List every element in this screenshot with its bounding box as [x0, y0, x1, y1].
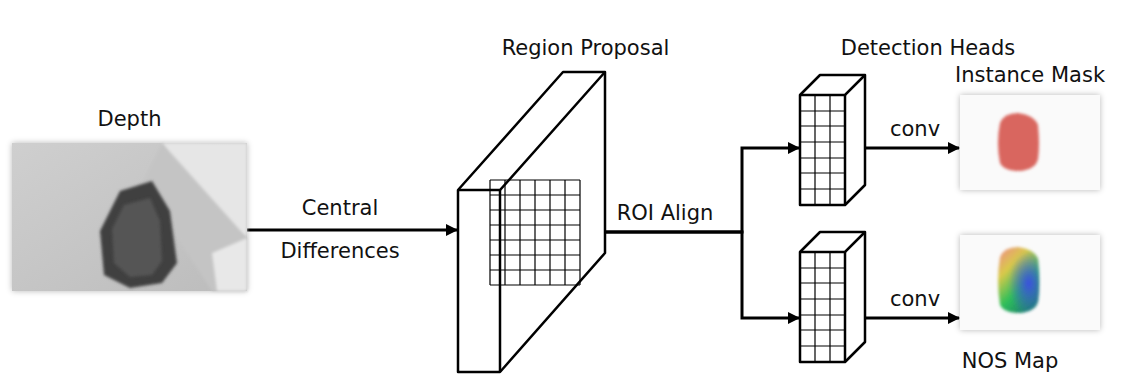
diagram-node: [800, 75, 865, 205]
edge-label: conv: [890, 286, 940, 312]
node-heading: Instance Mask: [955, 62, 1105, 88]
feature-slab: [458, 72, 605, 372]
section-label: Detection Heads: [841, 35, 1016, 61]
arrow-connector: [865, 147, 959, 150]
edge-label: Central Differences: [270, 187, 410, 273]
arrow-connector: [605, 232, 799, 318]
edge-label: ROI Align: [617, 200, 714, 226]
arrow-connector: [865, 317, 959, 320]
edge-label: conv: [890, 116, 940, 142]
diagram-node: [800, 232, 865, 362]
detection-head-block: [800, 75, 865, 205]
node-heading: Depth: [98, 106, 162, 132]
nos-map-image: [960, 235, 1100, 330]
diagram-node: Instance Mask: [960, 95, 1100, 190]
node-heading: NOS Map: [962, 348, 1059, 374]
arrow-connector: [605, 148, 799, 232]
diagram-node: NOS Map: [960, 235, 1100, 330]
depth-image: [12, 143, 247, 291]
node-heading: Region Proposal: [502, 35, 670, 61]
mask-image: [960, 95, 1100, 190]
arrow-connector: [247, 229, 457, 232]
detection-head-block: [800, 232, 865, 362]
diagram-node: Region Proposal: [458, 72, 605, 372]
diagram-node: Depth: [12, 143, 247, 291]
